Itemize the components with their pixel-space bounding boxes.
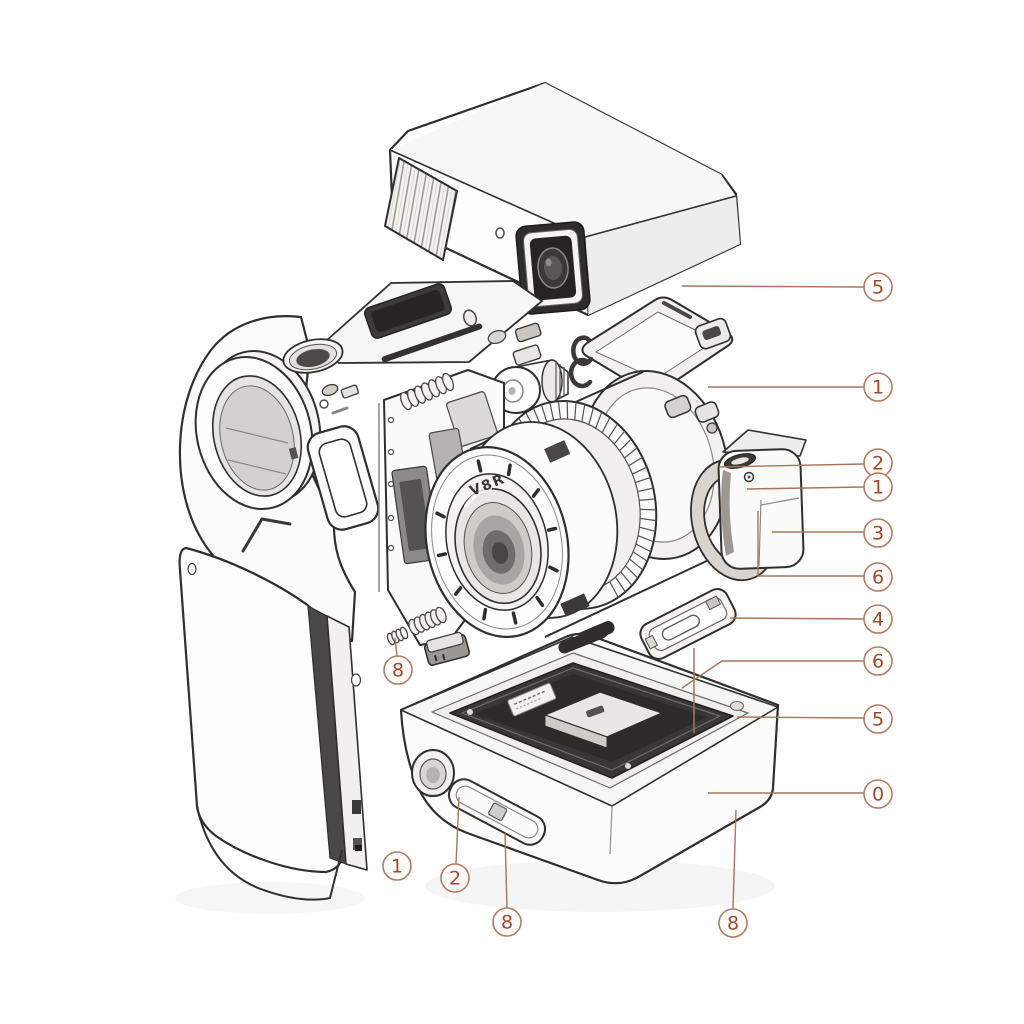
callout-drive-housing: 3 <box>772 518 893 548</box>
lens-front-ring: V8R <box>424 446 570 638</box>
callout-number-mount-slot: 2 <box>872 453 884 475</box>
callout-number-battery-door: 8 <box>501 912 513 934</box>
small-parts-upper <box>462 309 542 366</box>
spring-large <box>408 606 447 636</box>
callout-number-lcd-screen: 1 <box>872 377 884 399</box>
top-cover-part <box>384 81 742 317</box>
mount-caps <box>664 394 720 434</box>
internal-frame <box>449 662 734 779</box>
flash-window <box>384 157 458 261</box>
ground-shadow <box>425 860 775 912</box>
callout-card-tray: 4 <box>729 604 893 634</box>
viewfinder-plate <box>316 280 543 364</box>
callout-number-drive-housing: 3 <box>872 523 884 545</box>
callout-bottom-case: 0 <box>708 779 893 809</box>
wire-bracket <box>241 517 292 553</box>
callout-number-case-shell: 8 <box>727 913 739 935</box>
callout-frame-edge: 5 <box>736 704 893 734</box>
callout-latch: 2 <box>440 796 470 893</box>
front-lens-window <box>515 221 591 315</box>
card-tray-part <box>639 588 737 660</box>
callout-top-cover: 5 <box>681 272 893 302</box>
callout-spring: 8 <box>383 637 413 685</box>
callout-number-side-panel: 1 <box>391 856 403 878</box>
bottom-case-part <box>399 626 780 885</box>
cover-screw-hole <box>495 227 505 239</box>
side-panel-part <box>178 546 368 901</box>
callout-number-frame-edge: 5 <box>872 709 884 731</box>
callout-number-card-tray: 4 <box>872 609 884 631</box>
callout-number-mount-pin: 1 <box>872 477 884 499</box>
shell-top-dial <box>282 338 344 374</box>
case-port <box>411 749 455 797</box>
small-parts-left <box>319 383 359 415</box>
spring-parts <box>386 606 471 666</box>
callout-number-mount-bracket: 6 <box>872 567 884 589</box>
callout-number-inner-frame: 6 <box>872 651 884 673</box>
screen-hinge <box>694 317 732 350</box>
callout-number-bottom-case: 0 <box>872 784 884 806</box>
callout-side-panel: 1 <box>382 851 412 881</box>
connector-block <box>423 631 471 666</box>
pcb-coil <box>399 372 455 411</box>
callout-mount-pin: 1 <box>746 472 893 502</box>
flip-screen-part <box>568 296 734 395</box>
callout-number-spring: 8 <box>392 660 404 682</box>
ground-shadow-left <box>175 882 365 914</box>
battery-latch <box>447 778 547 846</box>
callout-case-shell: 8 <box>718 809 748 938</box>
callout-number-latch: 2 <box>449 868 461 890</box>
callout-mount-bracket: 6 <box>757 511 893 592</box>
callout-mount-slot: 2 <box>718 448 893 478</box>
spring-small <box>386 626 409 646</box>
drive-housing-part <box>717 429 807 570</box>
callout-number-top-cover: 5 <box>872 277 884 299</box>
callout-lcd-screen: 1 <box>708 372 893 402</box>
eyecup-frame-part <box>306 425 380 531</box>
ring-screw-slots <box>435 459 559 625</box>
c-clip <box>568 357 593 389</box>
callout-inner-frame: 6 <box>681 646 893 689</box>
callout-battery-door: 8 <box>492 832 522 937</box>
